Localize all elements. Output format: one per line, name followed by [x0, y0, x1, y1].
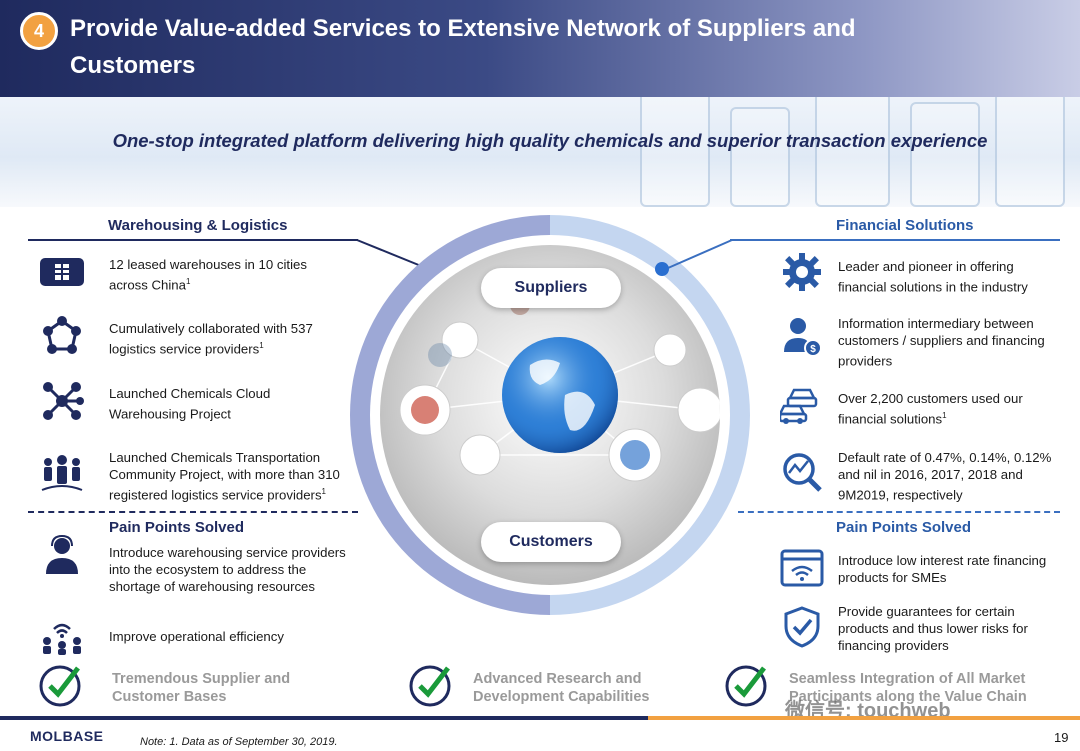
molecule-icon — [38, 377, 86, 425]
right-pain-points-title: Pain Points Solved — [836, 519, 972, 536]
person-money-icon: $ — [778, 313, 826, 361]
svg-text:$: $ — [810, 344, 816, 355]
network-icon — [38, 313, 86, 361]
tagline: One-stop integrated platform delivering … — [112, 130, 988, 151]
right-title-rule — [730, 239, 1060, 241]
header-bar: 4 Provide Value-added Services to Extens… — [0, 0, 1080, 97]
molbase-logo: MOLBASE — [30, 728, 104, 744]
shield-check-icon — [778, 603, 826, 651]
right-item-4: Default rate of 0.47%, 0.14%, 0.12% and … — [838, 450, 1052, 503]
strength-3: Seamless Integration of All Market Parti… — [789, 671, 1027, 705]
left-pain-item-1: Introduce warehousing service providers … — [109, 545, 346, 594]
right-connector-dot — [655, 262, 669, 276]
glassware-decoration — [640, 97, 710, 207]
footer-rule — [0, 716, 1080, 720]
page-title: Provide Value-added Services to Extensiv… — [70, 15, 856, 79]
chart-magnifier-icon — [778, 448, 826, 496]
check-circle-icon — [409, 665, 451, 707]
left-item-4: Launched Chemicals Transportation Commun… — [109, 450, 340, 503]
right-connector-line — [667, 239, 733, 269]
right-item-1: Leader and pioneer in offering financial… — [838, 259, 1028, 295]
left-item-2: Cumulatively collaborated with 537 logis… — [109, 321, 313, 357]
left-dashed-divider — [28, 511, 358, 513]
banner-image — [0, 97, 1080, 207]
check-circle-icon — [725, 665, 767, 707]
strength-2: Advanced Research and Development Capabi… — [473, 671, 650, 705]
financial-solutions-title: Financial Solutions — [836, 217, 974, 234]
glassware-decoration — [995, 97, 1065, 207]
left-item-3: Launched Chemicals Cloud Warehousing Pro… — [109, 386, 271, 422]
suppliers-label: Suppliers — [481, 268, 621, 308]
right-dashed-divider — [738, 511, 1060, 513]
strength-1: Tremendous Supplier and Customer Bases — [112, 671, 291, 705]
right-pain-item-1: Introduce low interest rate financing pr… — [838, 553, 1047, 585]
check-circle-icon — [39, 665, 81, 707]
right-pain-item-2: Provide guarantees for certain products … — [838, 604, 1028, 653]
section-number-badge: 4 — [20, 12, 58, 50]
right-item-3: Over 2,200 customers used our financial … — [838, 391, 1023, 427]
people-wifi-icon — [38, 611, 86, 659]
right-item-2: Information intermediary between custome… — [838, 316, 1045, 369]
page-number: 19 — [1054, 730, 1069, 745]
glassware-decoration — [730, 107, 790, 207]
service-person-icon — [38, 532, 86, 580]
community-icon — [38, 450, 86, 498]
cars-icon — [778, 380, 826, 428]
gear-icon — [778, 248, 826, 296]
glassware-decoration — [910, 102, 980, 207]
left-pain-points-title: Pain Points Solved — [109, 519, 245, 536]
warehousing-logistics-title: Warehousing & Logistics — [108, 217, 288, 234]
left-item-1: 12 leased warehouses in 10 cities across… — [109, 257, 307, 293]
left-title-rule — [28, 239, 358, 241]
warehouse-icon — [38, 248, 86, 296]
screen-wifi-icon — [778, 544, 826, 592]
glassware-decoration — [815, 97, 890, 207]
footnote: Note: 1. Data as of September 30, 2019. — [140, 736, 338, 748]
customers-label: Customers — [481, 522, 621, 562]
left-pain-item-2: Improve operational efficiency — [109, 629, 284, 644]
